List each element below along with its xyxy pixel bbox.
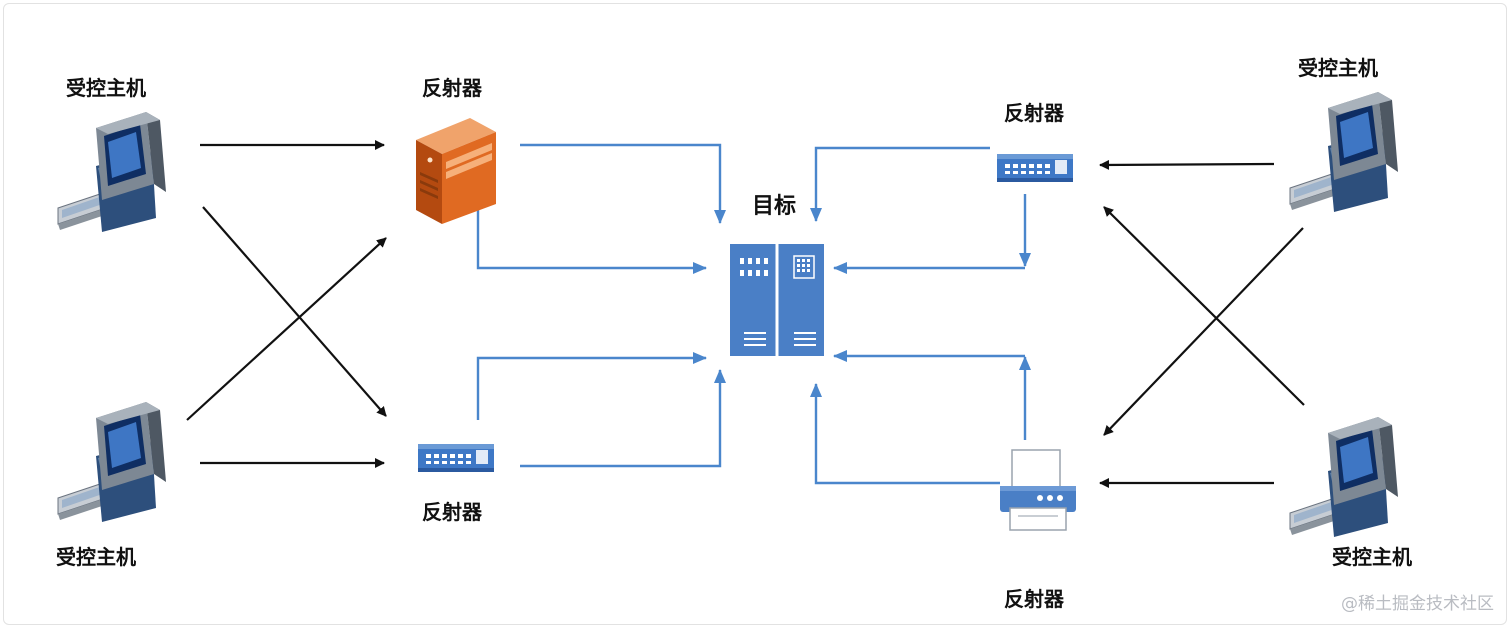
arrow-reflector-tl-down bbox=[476, 208, 707, 274]
reflector-top-right-switch-icon bbox=[997, 154, 1073, 182]
left-attack-arrows bbox=[186, 140, 387, 468]
watermark: @稀土掘金技术社区 bbox=[1341, 594, 1494, 614]
arrow-reflector-bl-up bbox=[476, 352, 707, 420]
target-label: 目标 bbox=[752, 194, 797, 219]
arrow-host-tr-to-reflector-tr bbox=[1099, 159, 1275, 170]
reflector-top-left-server-tower-icon bbox=[416, 118, 496, 224]
right-attack-arrows bbox=[1099, 159, 1305, 488]
reflector-bottom-right-printer-icon bbox=[1000, 449, 1076, 531]
arrow-reflector-tl-top bbox=[520, 143, 726, 224]
arrow-reflector-bl-right bbox=[520, 369, 726, 468]
arrow-reflector-br-left bbox=[810, 383, 1000, 485]
arrow-host-tr-to-reflector-br bbox=[1103, 227, 1304, 436]
reflector-bottom-right-label: 反射器 bbox=[1004, 587, 1064, 611]
host-bottom-left-label: 受控主机 bbox=[56, 545, 136, 569]
host-top-left-computer-icon bbox=[57, 111, 167, 233]
host-bottom-right-computer-icon bbox=[1289, 416, 1399, 538]
reflector-bottom-left-switch-icon bbox=[418, 444, 494, 472]
host-top-left-label: 受控主机 bbox=[66, 76, 146, 100]
arrow-host-br-to-reflector-tr bbox=[1103, 206, 1305, 406]
host-top-right-computer-icon bbox=[1289, 91, 1399, 213]
arrow-host-tl-to-reflector-bl bbox=[202, 206, 387, 417]
arrow-host-bl-to-reflector-tl bbox=[186, 237, 387, 421]
host-top-right-label: 受控主机 bbox=[1298, 56, 1378, 80]
reflector-bottom-left-label: 反射器 bbox=[422, 500, 482, 524]
host-bottom-left-computer-icon bbox=[57, 401, 167, 523]
arrow-reflector-tr-top bbox=[810, 146, 990, 222]
target-server-cabinet-icon bbox=[730, 244, 824, 356]
reflector-top-right-label: 反射器 bbox=[1004, 101, 1064, 125]
host-bottom-right-label: 受控主机 bbox=[1332, 545, 1412, 569]
reflected-traffic-arrows bbox=[476, 143, 1031, 485]
reflector-top-left-label: 反射器 bbox=[422, 76, 482, 100]
